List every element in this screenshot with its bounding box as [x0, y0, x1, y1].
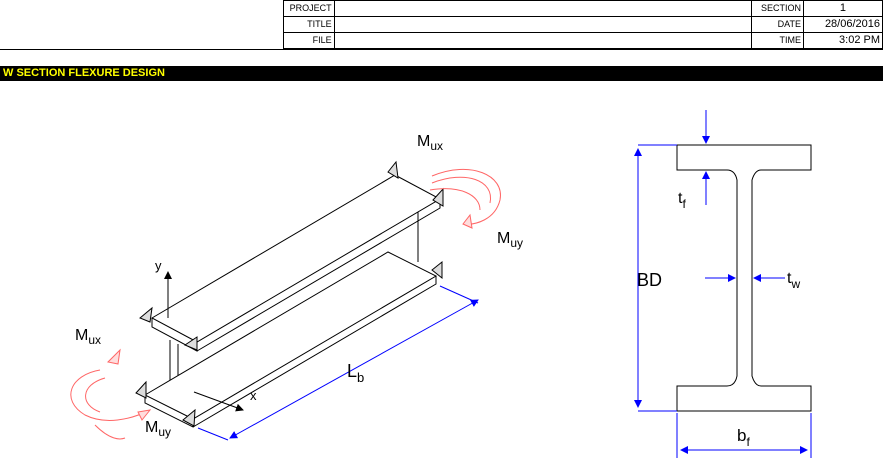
web-thickness-label: tw — [787, 270, 800, 291]
moment-uy-end-label: Muy — [497, 230, 523, 250]
date-field[interactable]: 28/06/2016 — [802, 16, 883, 33]
moment-ux-start-label: Mux — [75, 327, 101, 347]
file-label: FILE — [283, 32, 335, 49]
header-divider — [0, 49, 883, 50]
flange-width-label: bf — [737, 426, 750, 449]
depth-label: BD — [637, 270, 662, 290]
support-marks — [135, 160, 444, 427]
moment-ux-end-label: Mux — [417, 133, 443, 153]
i-section-outline — [676, 144, 812, 412]
length-dimension — [229, 299, 479, 439]
section-dimensions — [634, 110, 812, 458]
beam-drawing — [135, 160, 479, 441]
header-table: PROJECT SECTION 1 TITLE DATE 28/06/2016 … — [283, 0, 883, 49]
time-label: TIME — [750, 32, 804, 49]
axis-y-label: y — [155, 258, 162, 273]
i-section-drawing — [676, 144, 812, 412]
moment-uy-start-label: Muy — [145, 419, 171, 439]
axis-x-label: x — [250, 388, 257, 403]
moment-arrows — [70, 168, 501, 440]
length-label: Lb — [347, 361, 364, 385]
time-field[interactable]: 3:02 PM — [802, 32, 883, 49]
flange-thickness-label: tf — [678, 190, 686, 211]
section-title-band: W SECTION FLEXURE DESIGN — [0, 66, 883, 81]
